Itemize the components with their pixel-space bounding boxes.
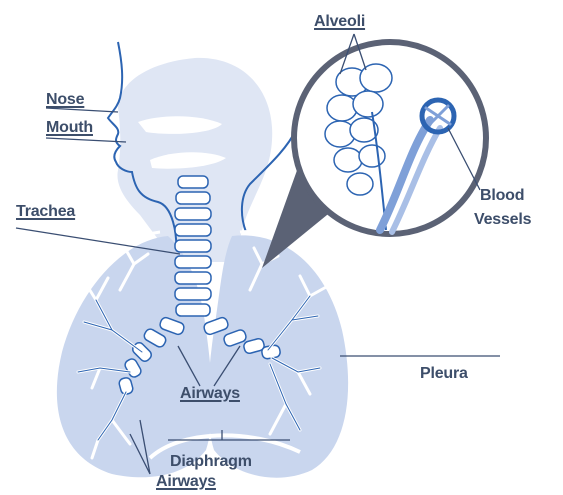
label-alveoli: Alveoli [314,14,365,30]
label-blood-vessels-line2: Vessels [474,212,531,228]
trachea [175,176,211,316]
label-mouth: Mouth [46,120,93,136]
label-trachea: Trachea [16,204,75,220]
nose-leader [46,108,118,112]
mouth-leader [46,138,126,142]
label-pleura: Pleura [420,366,468,382]
label-blood-vessels-line1: Blood [480,188,524,204]
label-nose: Nose [46,92,84,108]
label-diaphragm: Diaphragm [170,454,252,470]
label-airways-center: Airways [180,386,240,402]
label-airways-bottom: Airways [156,474,216,490]
